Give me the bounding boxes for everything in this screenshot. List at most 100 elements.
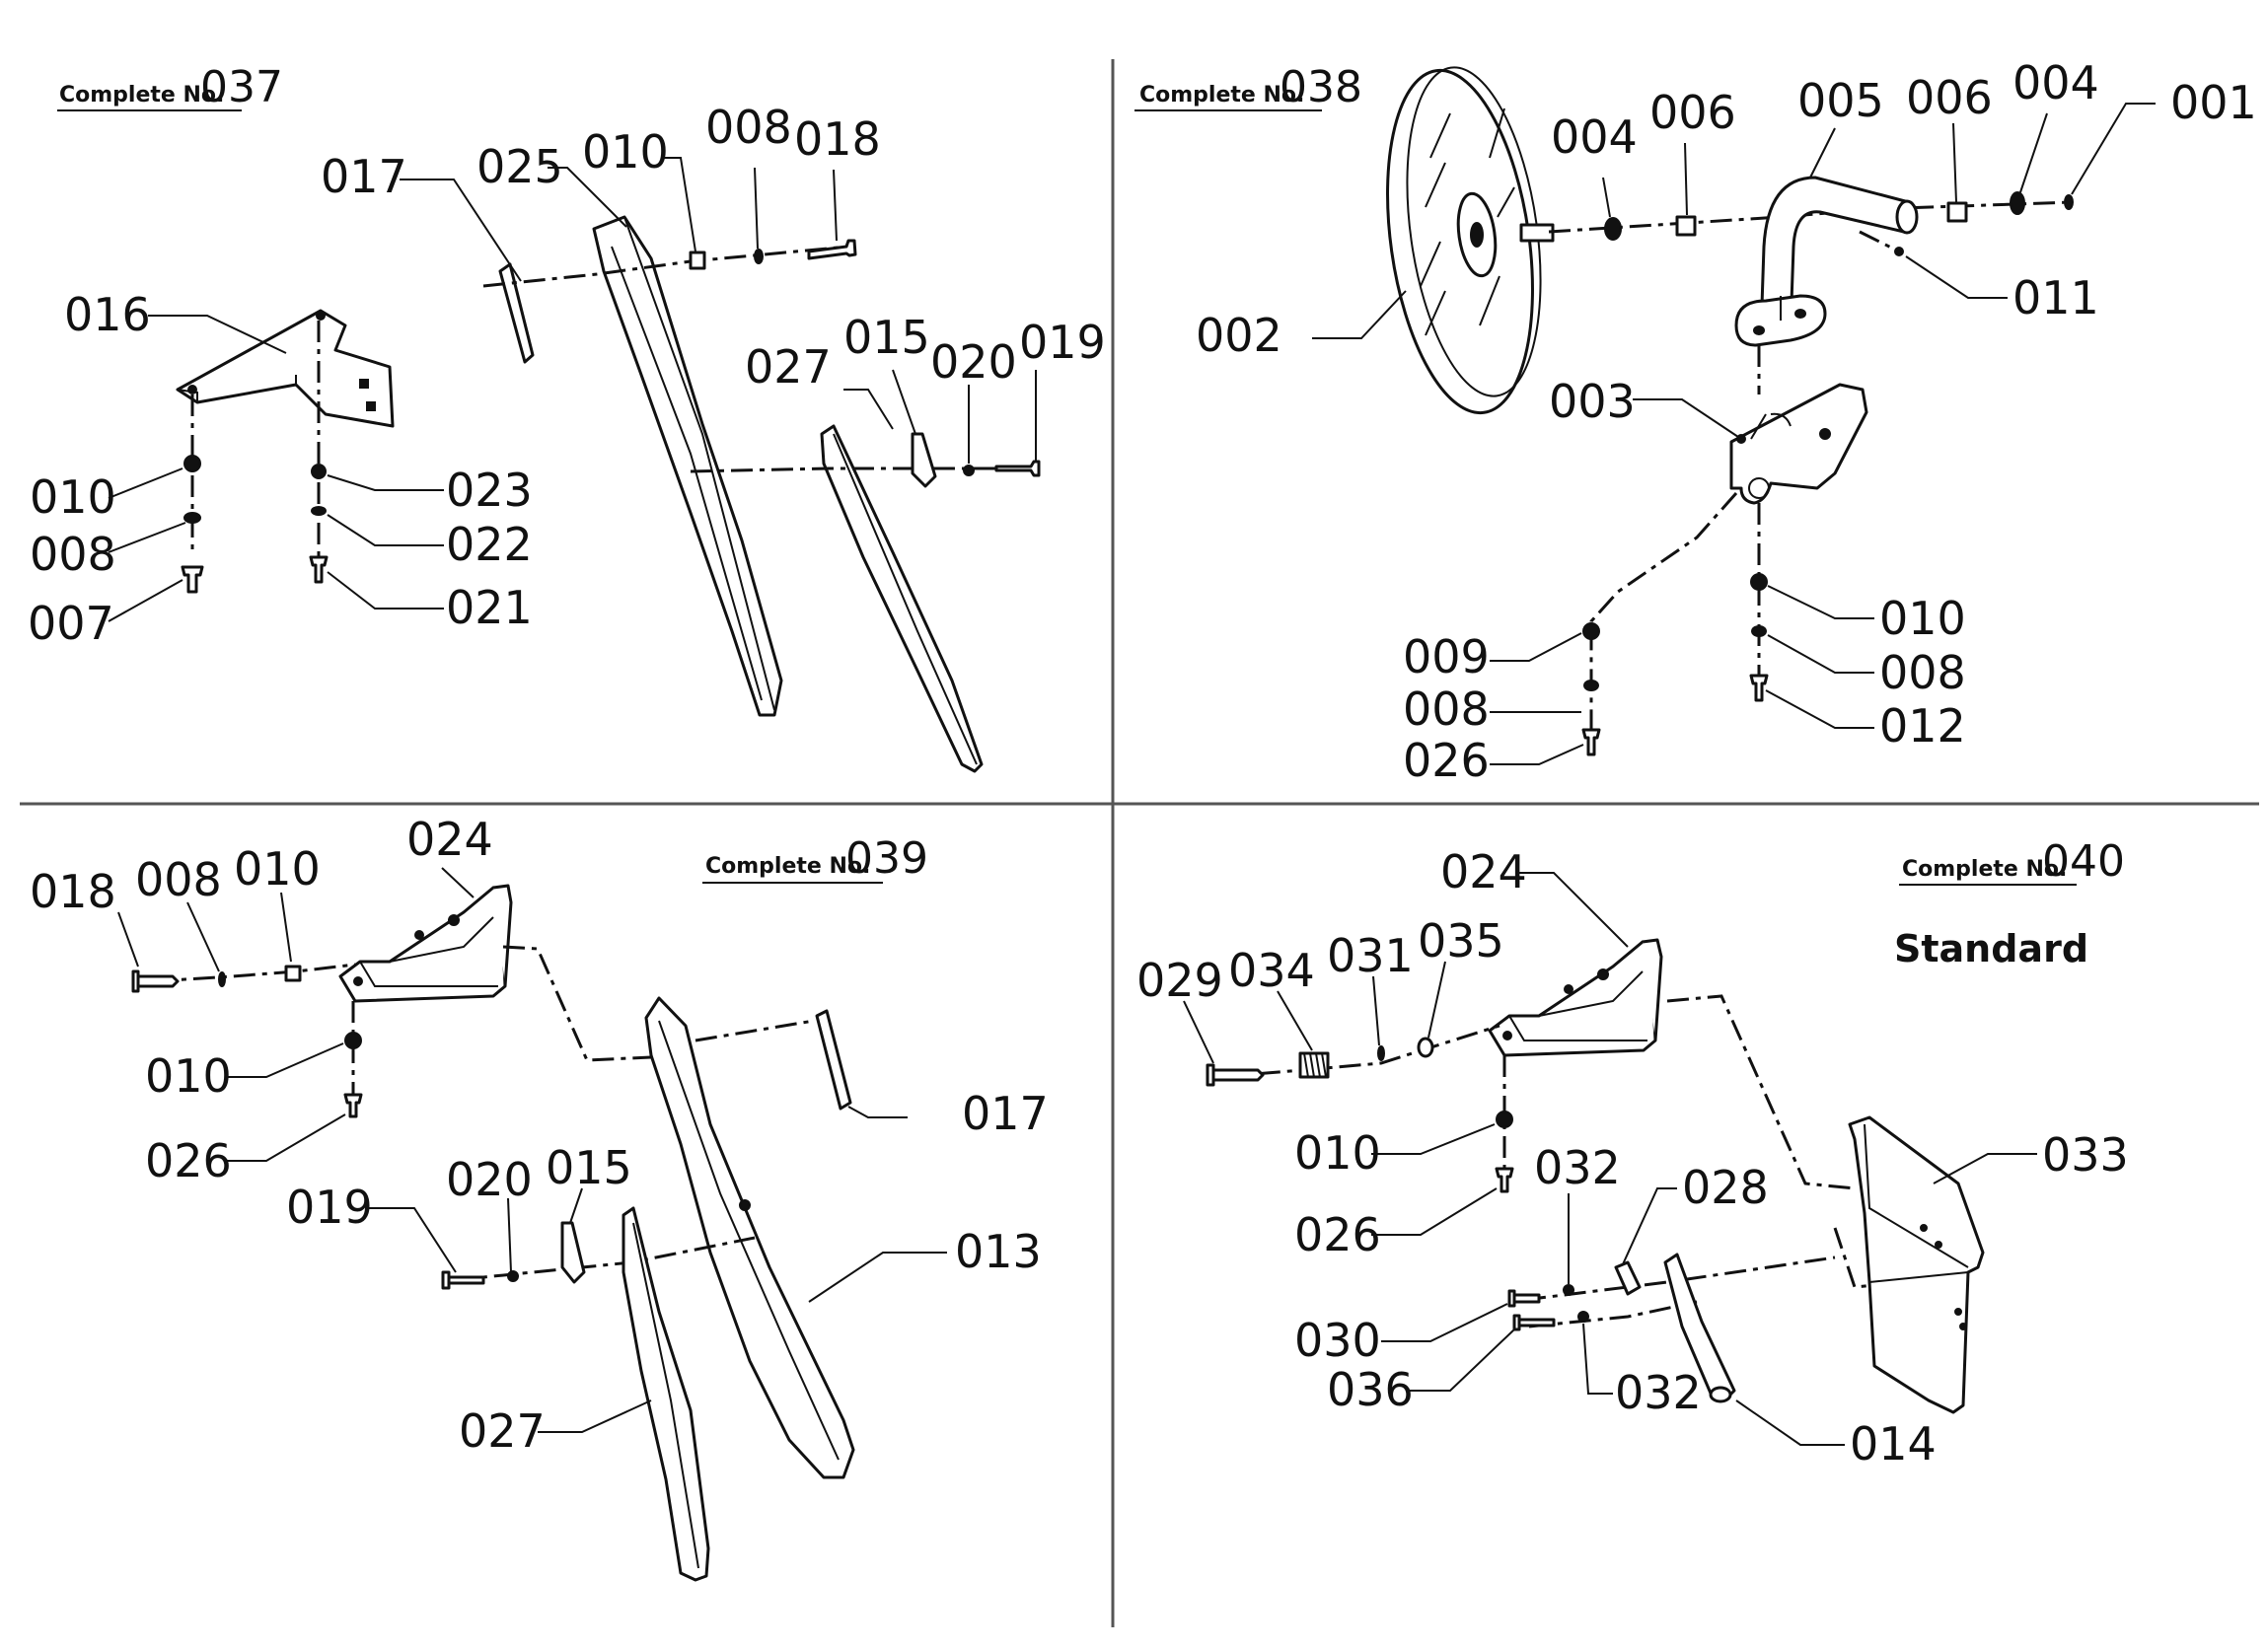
part-019: 019 [1019,316,1106,369]
part-015: 015 [843,311,930,364]
panel-039: Complete No. 039 [30,813,1049,1582]
part-010-a: 010 [234,842,321,896]
part-008-r: 008 [1879,646,1966,699]
bracket-016 [176,309,395,428]
nut-009 [1582,622,1600,640]
part-028: 028 [1682,1161,1769,1214]
washer-008 [183,512,201,524]
part-016: 016 [64,288,151,341]
screw-030 [1507,1289,1541,1308]
part-008-b: 008 [30,528,116,581]
nut-010 [1496,1111,1513,1128]
bolt-018 [131,969,180,993]
complete-number-038: 038 [1280,62,1362,112]
part-010-a: 010 [582,125,669,179]
disc-002 [1386,66,1555,415]
part-015: 015 [546,1141,632,1194]
complete-label-038: Complete No. [1139,83,1304,108]
part-027: 027 [459,1404,546,1458]
part-019: 019 [286,1181,373,1234]
bolt-026 [1581,728,1601,756]
part-006-b: 006 [1906,71,1993,124]
arm-005 [1734,176,1919,347]
nut-023 [311,464,327,479]
bolt-007 [181,565,204,594]
part-032-b: 032 [1615,1366,1702,1419]
bolt-021 [309,555,329,584]
variant-label: Standard [1894,927,2088,970]
panel-038: Complete No. 038 [1134,56,2257,787]
holder-024 [338,884,513,1003]
blade-025 [592,215,783,717]
washer-008-l [1583,680,1599,691]
part-026: 026 [1294,1208,1381,1261]
washer-008-r [1751,625,1767,637]
bolt-026 [1495,1167,1514,1193]
complete-label-040: Complete No. [1902,857,2067,882]
part-032-a: 032 [1534,1141,1621,1194]
pin-001 [2064,194,2074,210]
bushing-006-a [1675,215,1697,237]
washer-020 [507,1270,519,1282]
panel-040: Complete No. 040 Standard [1136,836,2129,1471]
panel-037: Complete No. 037 [28,62,1106,773]
bolt-026 [343,1093,363,1118]
part-017: 017 [321,150,407,203]
part-011: 011 [2012,271,2099,324]
pin-017 [498,262,535,364]
part-004-a: 004 [1551,110,1638,164]
part-018: 018 [30,865,116,918]
part-026: 026 [1403,734,1490,787]
part-023: 023 [446,464,533,517]
bolt-018 [807,239,857,260]
blade-027 [622,1206,710,1582]
part-003: 003 [1549,375,1636,428]
complete-number-039: 039 [845,833,928,884]
washer-004-b [2010,191,2025,215]
bolt-019 [994,460,1041,477]
washer-008-top [754,249,764,264]
part-025: 025 [476,140,563,193]
nut-010 [1750,573,1768,591]
part-027: 027 [745,340,832,394]
holder-024 [1488,938,1663,1057]
part-008: 008 [135,853,222,906]
part-022: 022 [446,518,533,571]
part-004-b: 004 [2012,56,2099,109]
bushing-006-b [1946,201,1968,223]
part-018: 018 [794,112,881,166]
pin-017 [815,1009,852,1111]
part-008-l: 008 [1403,682,1490,736]
complete-number-040: 040 [2042,836,2125,887]
nut-010-a [284,965,302,982]
screw-036 [1512,1314,1556,1331]
wedge-015 [560,1221,586,1284]
nut-010-top [689,251,706,270]
washer-032-a [1563,1284,1574,1296]
screw-011 [1894,247,1904,256]
part-024: 024 [1440,845,1527,898]
plate-033 [1848,1115,1985,1414]
part-009: 009 [1403,630,1490,683]
part-001: 001 [2170,76,2257,129]
part-005: 005 [1797,74,1884,127]
part-024: 024 [406,813,493,866]
part-012: 012 [1879,699,1966,753]
bolt-012 [1749,674,1769,702]
part-013: 013 [955,1225,1042,1278]
part-026: 026 [145,1134,232,1187]
part-021: 021 [446,581,533,634]
part-010-b: 010 [145,1049,232,1103]
part-010-b: 010 [30,470,116,524]
washer-022 [311,506,327,516]
part-020: 020 [930,335,1017,389]
part-008-a: 008 [705,101,792,154]
washer-020 [963,465,975,476]
bolt-019 [441,1270,485,1290]
spring-034 [1298,1051,1330,1079]
part-010: 010 [1294,1126,1381,1180]
part-014: 014 [1850,1417,1937,1471]
part-006-a: 006 [1649,86,1736,139]
part-010: 010 [1879,592,1966,645]
